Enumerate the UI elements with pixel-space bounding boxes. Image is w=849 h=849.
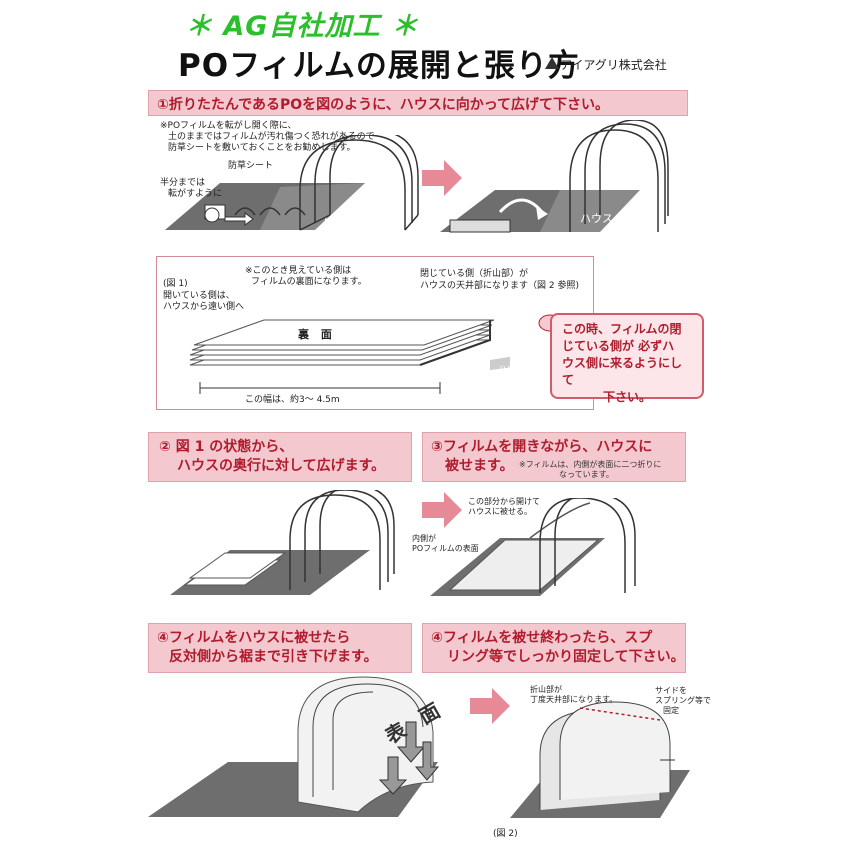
step1-arrow-icon: [422, 160, 462, 196]
step4a-banner-line: ④フィルムをハウスに被せたら: [157, 630, 351, 646]
step1-note-line: 防草シートを敷いておくことをお勧めします。: [168, 143, 356, 153]
callout-line: ウス側に来るようにして: [562, 356, 683, 387]
figure1-open-side: 開いている側は、 ハウスから遠い側へ: [163, 291, 244, 313]
step1-sheet-label: 防草シート: [228, 161, 274, 171]
figure1-folded-film: [189, 319, 510, 394]
step3-banner-text: ③フィルムを開きながら、ハウスに 被せます。: [431, 438, 652, 476]
figure1-width-label: この幅は、約3～ 4.5m: [245, 395, 340, 405]
figure1-back-note: ※このとき見えている側は フィルムの裏面になります。: [245, 266, 367, 288]
step3-open-line: この部分から開けて: [468, 497, 540, 506]
step2-banner-text: ② 図 1 の状態から、 ハウスの奥行に対して広げます。: [159, 438, 385, 476]
step3-inside-label: 内側が POフィルムの表面: [412, 534, 479, 554]
step1-illustration-left: [165, 135, 419, 231]
figure1-label: (図 1): [163, 279, 188, 289]
step4b-side-label: サイドを スプリング等で 固定: [655, 686, 711, 716]
step3-note-line: なっています。: [559, 470, 614, 479]
figure1-back-line: フィルムの裏面になります。: [251, 277, 367, 287]
step4b-side-line: スプリング等で: [655, 696, 711, 705]
company-logo-icon: [545, 57, 559, 69]
step1-house-label: ハウス: [322, 215, 355, 228]
step4b-fold-label: 折山部が 丁度天井部になります。: [530, 685, 617, 705]
figure1-closed-line: ハウスの天井部になります（図 2 参照): [420, 281, 579, 291]
step4a-banner: ④フィルムをハウスに被せたら 反対側から裾まで引き下げます。: [148, 623, 412, 673]
figure1-surface-label: 裏 面: [298, 328, 336, 341]
figure1-house-side: ハウス側: [498, 365, 535, 375]
callout-line: 下さい。: [602, 390, 651, 404]
callout-line: じている側が 必ずハ: [562, 339, 675, 353]
step4a-banner-text: ④フィルムをハウスに被せたら 反対側から裾まで引き下げます。: [157, 629, 378, 667]
figure1-closed-side: 閉じている側（折山部）が ハウスの天井部になります（図 2 参照): [420, 268, 579, 292]
step3-banner-line: 被せます。: [445, 458, 514, 474]
step3-banner-line: ③フィルムを開きながら、ハウスに: [431, 439, 653, 455]
header-subtitle: ＊ AG自社加工 ＊: [185, 11, 419, 42]
figure1-back-line: ※このとき見えている側は: [245, 266, 352, 276]
step3-inside-line: 内側が: [412, 534, 436, 543]
step4b-side-line: サイドを: [655, 686, 687, 695]
company-name: アイアグリ株式会社: [560, 58, 667, 72]
step4a-illustration: [148, 676, 440, 817]
step2-illustration: [170, 490, 395, 595]
step1-note-line: 土のままではフィルムが汚れ傷つく恐れがあるので: [168, 132, 375, 142]
step3-note: ※フィルムは、内側が表面に二つ折りに なっています。: [519, 460, 661, 480]
figure2-label: (図 2): [493, 829, 518, 839]
step4b-banner-text: ④フィルムを被せ終わったら、スプ リング等でしっかり固定して下さい。: [431, 629, 685, 667]
step4b-banner-line: ④フィルムを被せ終わったら、スプ: [431, 630, 653, 646]
figure1-callout: この時、フィルムの閉 じている側が 必ずハ ウス側に来るようにして 下さい。: [550, 313, 704, 404]
step2-banner: ② 図 1 の状態から、 ハウスの奥行に対して広げます。: [148, 432, 412, 482]
step1-banner: ①折りたたんであるPOを図のように、ハウスに向かって広げて下さい。: [148, 90, 688, 116]
step1-roll-label: 半分までは 転がすように: [160, 178, 222, 200]
step4b-banner: ④フィルムを被せ終わったら、スプ リング等でしっかり固定して下さい。: [422, 623, 686, 673]
step4-arrow-icon: [470, 688, 510, 724]
step3-arrow-icon: [422, 492, 462, 528]
step1-roll-line: 半分までは: [160, 178, 206, 188]
step3-note-line: ※フィルムは、内側が表面に二つ折りに: [519, 460, 662, 469]
step3-open-line: ハウスに被せる。: [468, 507, 532, 516]
step3-open-label: この部分から開けて ハウスに被せる。: [468, 497, 540, 517]
step2-banner-line: ハウスの奥行に対して広げます。: [177, 458, 386, 474]
step4b-illustration: [510, 701, 690, 818]
step2-banner-line: ② 図 1 の状態から、: [159, 439, 294, 455]
step1-illustration-right: [440, 120, 669, 233]
step1-house-label-2: ハウス: [580, 212, 613, 225]
step4a-banner-line: 反対側から裾まで引き下げます。: [169, 649, 378, 665]
step3-banner: ③フィルムを開きながら、ハウスに 被せます。 ※フィルムは、内側が表面に二つ折り…: [422, 432, 686, 482]
step3-illustration: [430, 498, 636, 596]
step4b-fold-line: 折山部が: [530, 685, 562, 694]
figure1-open-line: 開いている側は、: [163, 291, 235, 301]
step4b-fold-line: 丁度天井部になります。: [530, 695, 618, 704]
step1-note: ※POフィルムを転がし開く際に、 土のままではフィルムが汚れ傷つく恐れがあるので…: [160, 121, 375, 154]
step4b-banner-line: リング等でしっかり固定して下さい。: [447, 649, 685, 665]
figure1-open-line: ハウスから遠い側へ: [163, 302, 245, 312]
step1-roll-line: 転がすように: [168, 189, 223, 199]
step1-banner-text: ①折りたたんであるPOを図のように、ハウスに向かって広げて下さい。: [157, 97, 610, 113]
step1-note-line: ※POフィルムを転がし開く際に、: [160, 121, 297, 131]
step3-inside-line: POフィルムの表面: [412, 544, 479, 553]
page-title: POフィルムの展開と張り方: [178, 48, 580, 84]
figure1-closed-line: 閉じている側（折山部）が: [420, 269, 529, 279]
step4b-side-line: 固定: [663, 706, 679, 715]
callout-line: この時、フィルムの閉: [562, 322, 682, 336]
